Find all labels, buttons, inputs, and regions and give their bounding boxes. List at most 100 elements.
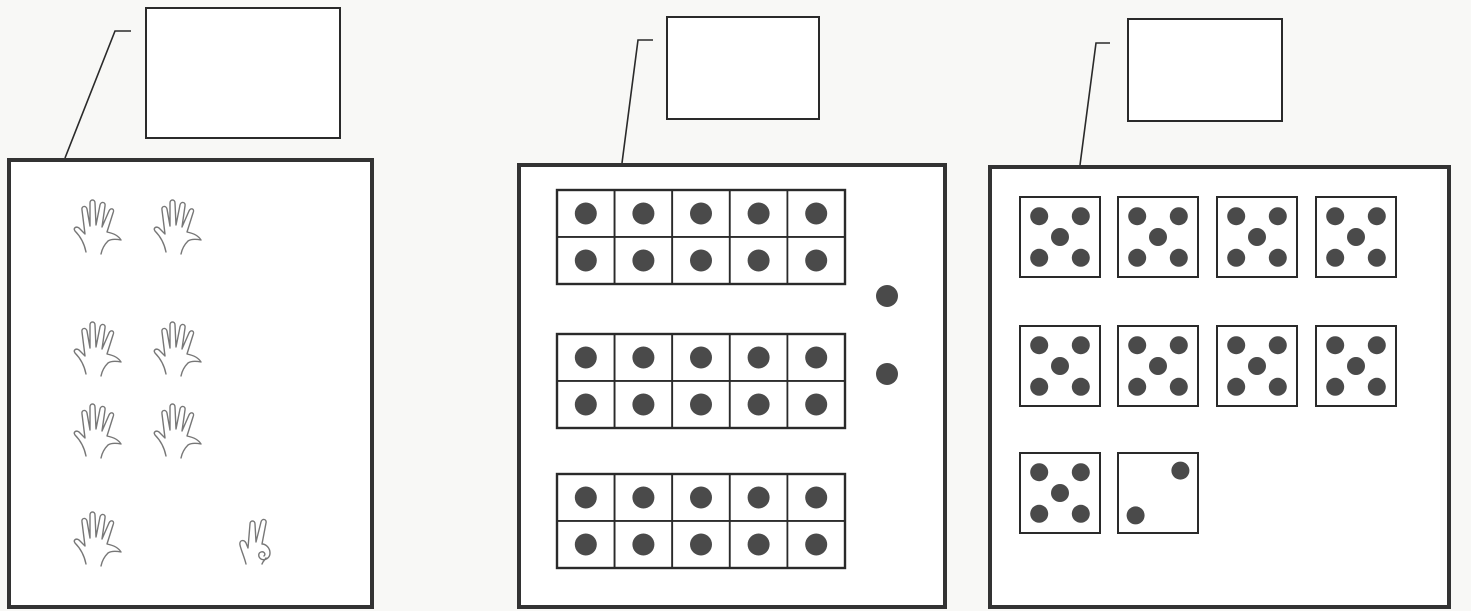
counter-dot [632, 203, 654, 225]
loose-counter-dot [876, 285, 898, 307]
die-pip [1326, 378, 1344, 396]
die-pip [1248, 357, 1266, 375]
die-pip [1347, 228, 1365, 246]
die-pip [1072, 463, 1090, 481]
die-pip [1171, 462, 1189, 480]
counter-dot [632, 347, 654, 369]
die-pip [1170, 207, 1188, 225]
leader-line-2 [622, 40, 653, 163]
counter-dot [575, 250, 597, 272]
die-pip [1368, 207, 1386, 225]
counter-dot [690, 203, 712, 225]
die-pip [1127, 506, 1145, 524]
counter-dot [805, 250, 827, 272]
die-five [1217, 197, 1297, 277]
counter-dot [748, 394, 770, 416]
die-five [1217, 326, 1297, 406]
leader-line-1 [65, 31, 131, 158]
ten-frame [557, 474, 845, 568]
counter-dot [690, 534, 712, 556]
die-pip [1072, 207, 1090, 225]
counter-dot [748, 203, 770, 225]
die-pip [1227, 336, 1245, 354]
die-pip [1227, 207, 1245, 225]
die-pip [1072, 249, 1090, 267]
counter-dot [805, 203, 827, 225]
counter-dot [748, 347, 770, 369]
counter-dot [575, 203, 597, 225]
leader-line-3 [1080, 43, 1110, 165]
ten-frame [557, 190, 845, 284]
loose-counter-dot [876, 363, 898, 385]
counter-dot [632, 534, 654, 556]
die-pip [1149, 357, 1167, 375]
die-pip [1170, 249, 1188, 267]
die-pip [1368, 378, 1386, 396]
counter-dot [575, 347, 597, 369]
counter-dot [805, 347, 827, 369]
die-pip [1030, 336, 1048, 354]
counter-dot [632, 487, 654, 509]
counter-dot [575, 394, 597, 416]
die-pip [1269, 336, 1287, 354]
counter-dot [632, 394, 654, 416]
die-pip [1326, 249, 1344, 267]
die-pip [1227, 378, 1245, 396]
die-pip [1128, 249, 1146, 267]
counter-dot [748, 250, 770, 272]
die-five [1316, 326, 1396, 406]
die-five [1118, 326, 1198, 406]
answer-box-3[interactable] [1128, 19, 1282, 121]
counter-dot [690, 487, 712, 509]
question-1 [9, 8, 372, 607]
die-pip [1248, 228, 1266, 246]
die-pip [1368, 336, 1386, 354]
die-pip [1051, 484, 1069, 502]
die-five [1316, 197, 1396, 277]
die-pip [1072, 378, 1090, 396]
die-pip [1128, 207, 1146, 225]
answer-box-1[interactable] [146, 8, 340, 138]
die-pip [1030, 505, 1048, 523]
die-five [1020, 453, 1100, 533]
die-pip [1170, 378, 1188, 396]
die-pip [1072, 336, 1090, 354]
die-pip [1051, 357, 1069, 375]
counter-dot [690, 347, 712, 369]
die-pip [1347, 357, 1365, 375]
die-pip [1368, 249, 1386, 267]
die-pip [1072, 505, 1090, 523]
counter-dot [690, 394, 712, 416]
counter-dot [632, 250, 654, 272]
die-pip [1030, 378, 1048, 396]
die-pip [1170, 336, 1188, 354]
die-pip [1051, 228, 1069, 246]
die-two [1118, 453, 1198, 533]
die-pip [1269, 249, 1287, 267]
die-pip [1030, 463, 1048, 481]
die-pip [1326, 336, 1344, 354]
die-pip [1227, 249, 1245, 267]
counter-dot [805, 394, 827, 416]
die-pip [1128, 378, 1146, 396]
question-2 [519, 17, 945, 607]
die-pip [1269, 207, 1287, 225]
die-five [1020, 326, 1100, 406]
question-3 [990, 19, 1449, 607]
die-pip [1030, 207, 1048, 225]
counter-dot [690, 250, 712, 272]
die-pip [1269, 378, 1287, 396]
counter-dot [748, 487, 770, 509]
counter-dot [805, 534, 827, 556]
die-pip [1128, 336, 1146, 354]
counter-dot [805, 487, 827, 509]
die-five [1020, 197, 1100, 277]
counter-dot [748, 534, 770, 556]
answer-box-2[interactable] [667, 17, 819, 119]
counter-dot [575, 534, 597, 556]
counter-dot [575, 487, 597, 509]
hands-panel [9, 160, 372, 607]
die-pip [1149, 228, 1167, 246]
ten-frame [557, 334, 845, 428]
